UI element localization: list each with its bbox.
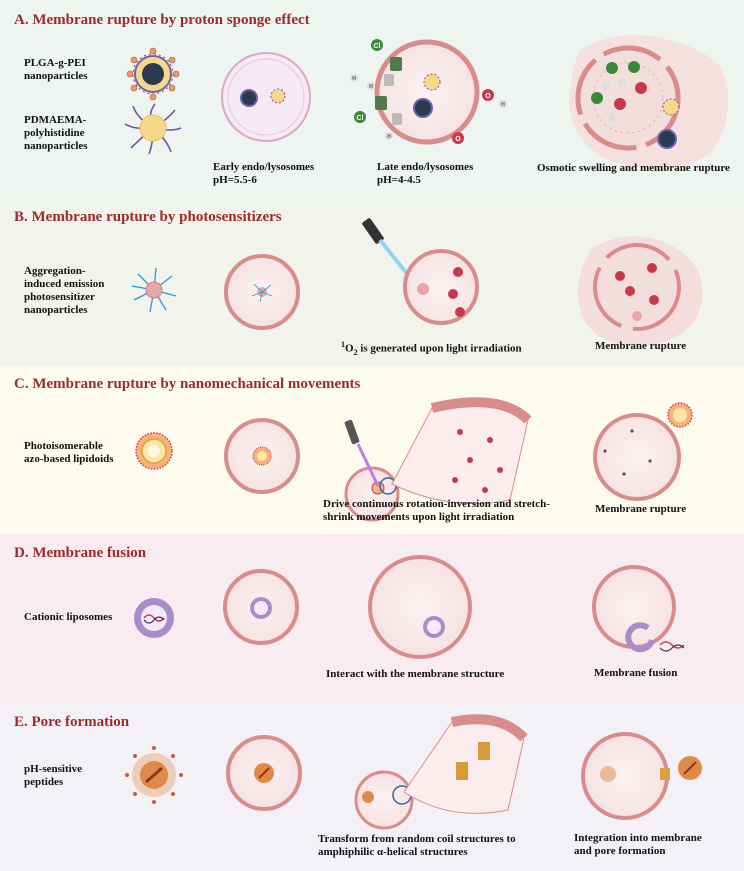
caption-membrane-rupture-c: Membrane rupture [595,503,687,515]
caption-interact-membrane: Interact with the membrane structure [326,668,505,680]
svg-text:H: H [369,84,373,90]
svg-text:H: H [387,134,391,140]
laser-icon [362,218,414,282]
azo-lipidoid-icon [135,432,173,470]
endosome-e1-icon [226,735,302,811]
svg-text:O: O [485,93,491,100]
svg-text:Cl: Cl [374,43,381,50]
panel-d-title: D. Membrane fusion [14,545,147,561]
endosome-b1-icon [224,254,300,330]
endosome-e2-icon [354,770,414,830]
panel-e-title: E. Pore formation [14,714,130,730]
caption-rotation-inversion: Drive continuous rotation-inversion and … [323,498,550,523]
caption-osmotic-swelling: Osmotic swelling and membrane rupture [537,162,730,174]
ph-peptide-icon [125,746,183,804]
endosome-d2-icon [368,555,472,659]
zoom-wedge-e-icon [403,714,528,814]
aie-core [145,281,163,299]
svg-text:Cl: Cl [357,115,364,122]
caption-membrane-rupture-b: Membrane rupture [595,340,687,352]
np-label-liposome: Cationic liposomes [24,611,113,623]
svg-text:O: O [455,136,461,143]
endosome-c2-icon [344,419,400,522]
early-endosome-icon [221,52,311,142]
endosome-d3-icon [592,565,685,653]
zoom-wedge-c-icon [391,397,532,505]
panel-a-title: A. Membrane rupture by proton sponge eff… [14,12,310,28]
ruptured-endosome-b-icon [577,236,703,347]
endosome-b2-icon [403,249,479,325]
caption-membrane-fusion: Membrane fusion [594,667,678,679]
panel-c-title: C. Membrane rupture by nanomechanical mo… [14,376,361,392]
svg-text:H: H [352,76,356,82]
np-label-aie: Aggregation-induced emission photosensit… [24,265,105,316]
late-endosome-icon [374,39,480,145]
pdmaema-core [139,114,167,142]
ion-labels: Cl Cl O O H H H H [350,39,507,144]
svg-text:H: H [501,102,505,108]
caption-singlet-oxygen: 1O2 is generated upon light irradiation [341,340,522,357]
endosome-d1-icon [223,569,299,645]
caption-transform-helix: Transform from random coil structures to… [318,833,516,858]
endosome-e3-icon [581,732,702,820]
endosome-c1-icon [224,418,300,494]
plga-peii-nanoparticle-icon [126,47,180,101]
cationic-liposome-icon [134,598,174,638]
ruptured-endosome-c-icon [593,402,693,501]
swollen-endosome-icon [569,34,729,168]
panel-b-title: B. Membrane rupture by photosensitizers [14,209,282,225]
